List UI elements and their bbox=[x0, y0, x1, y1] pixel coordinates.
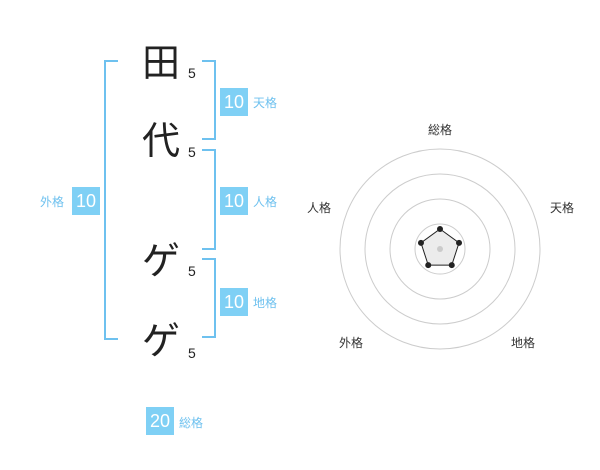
radar-label-soukaku: 総格 bbox=[428, 123, 453, 137]
radar-label-gaikaku: 外格 bbox=[339, 336, 364, 350]
jinkaku-label: 人格 bbox=[253, 195, 278, 209]
jinkaku-bracket bbox=[202, 149, 216, 250]
radar-point-1 bbox=[437, 226, 443, 232]
gaikaku-bracket bbox=[104, 60, 118, 340]
radar-ring-2 bbox=[389, 198, 491, 300]
tenkaku-bracket bbox=[202, 60, 216, 140]
radar-ring-1 bbox=[414, 223, 466, 275]
radar-point-5 bbox=[417, 239, 424, 246]
stroke-count-2: 5 bbox=[188, 144, 196, 160]
radar-point-3 bbox=[448, 262, 455, 269]
soukaku-label: 総格 bbox=[179, 416, 204, 430]
radar-label-jinkaku: 人格 bbox=[307, 201, 332, 215]
radar-point-4 bbox=[425, 262, 432, 269]
radar-point-2 bbox=[456, 239, 463, 246]
name-char-2: 代 bbox=[142, 119, 181, 163]
radar-center bbox=[437, 246, 443, 252]
radar-series-polygon bbox=[420, 228, 460, 266]
stroke-count-4: 5 bbox=[188, 345, 196, 361]
jinkaku-value-badge: 10 bbox=[220, 187, 248, 215]
tenkaku-value-badge: 10 bbox=[220, 88, 248, 116]
radar-label-chikaku: 地格 bbox=[511, 336, 536, 350]
stroke-count-1: 5 bbox=[188, 65, 196, 81]
radar-ring-4 bbox=[339, 148, 541, 350]
gaikaku-value-badge: 10 bbox=[72, 187, 100, 215]
gaikaku-label: 外格 bbox=[40, 195, 65, 209]
name-char-3: ゲ bbox=[142, 239, 181, 283]
tenkaku-label: 天格 bbox=[253, 96, 278, 110]
name-char-4: ゲ bbox=[142, 319, 181, 363]
chikaku-bracket bbox=[202, 258, 216, 338]
radar-label-tenkaku: 天格 bbox=[550, 201, 575, 215]
soukaku-value-badge: 20 bbox=[146, 407, 174, 435]
chikaku-value-badge: 10 bbox=[220, 288, 248, 316]
radar-ring-3 bbox=[364, 173, 516, 325]
name-char-1: 田 bbox=[142, 41, 181, 85]
stroke-count-3: 5 bbox=[188, 263, 196, 279]
chikaku-label: 地格 bbox=[253, 296, 278, 310]
